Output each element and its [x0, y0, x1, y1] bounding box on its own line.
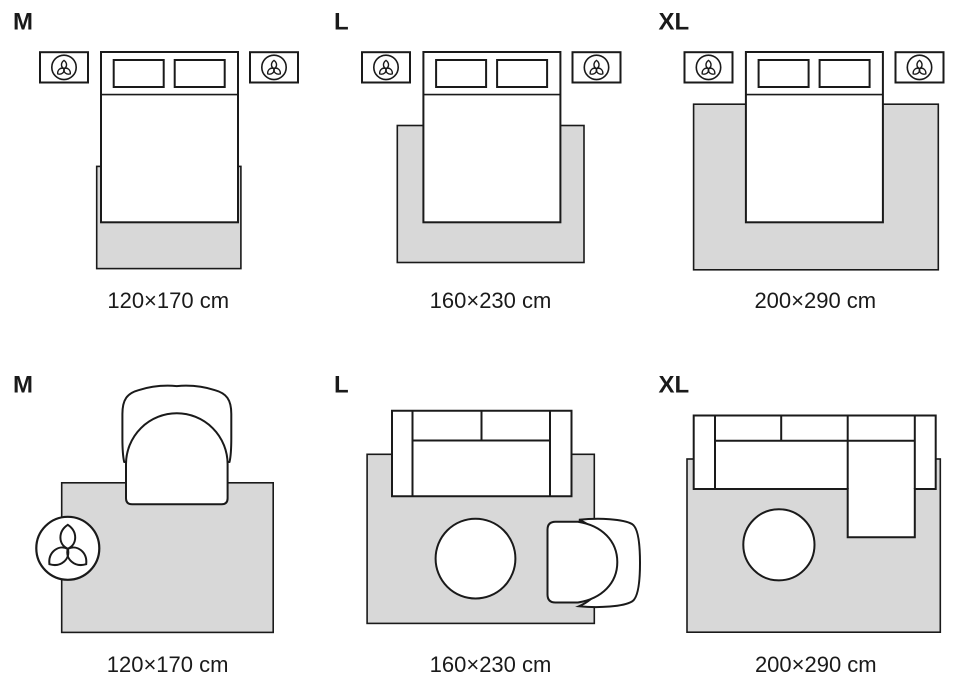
svg-text:XL: XL: [659, 9, 690, 36]
svg-text:M: M: [13, 372, 33, 399]
svg-text:M: M: [13, 9, 33, 36]
svg-text:200×290 cm: 200×290 cm: [755, 652, 877, 677]
svg-text:200×290 cm: 200×290 cm: [754, 288, 876, 313]
svg-text:160×230 cm: 160×230 cm: [430, 288, 552, 313]
svg-text:L: L: [334, 372, 349, 399]
svg-text:120×170 cm: 120×170 cm: [107, 652, 229, 677]
svg-text:120×170 cm: 120×170 cm: [107, 288, 229, 313]
svg-text:L: L: [334, 9, 349, 36]
svg-text:160×230 cm: 160×230 cm: [430, 652, 552, 677]
svg-text:XL: XL: [659, 372, 690, 399]
